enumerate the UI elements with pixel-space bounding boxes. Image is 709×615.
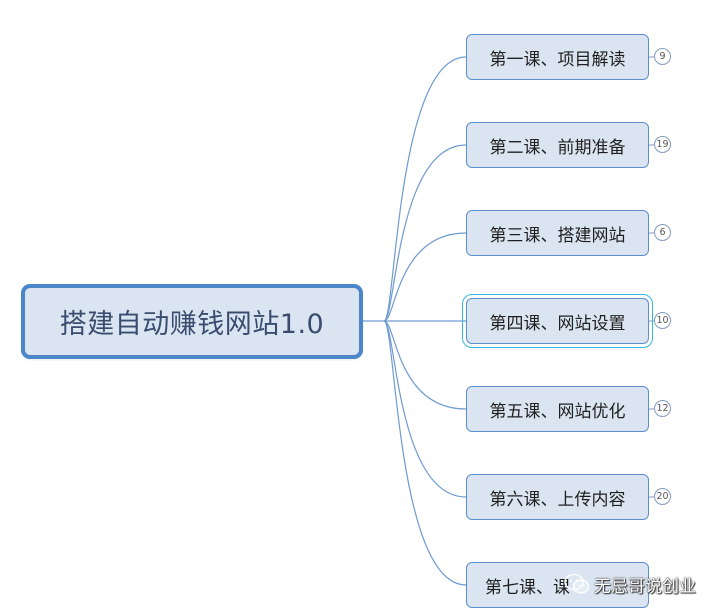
subtopic-label: 第六课、上传内容 xyxy=(489,489,626,510)
subtopic-label: 第二课、前期准备 xyxy=(489,137,626,158)
subtopic-lesson-5[interactable]: 第五课、网站优化 xyxy=(466,386,649,432)
subtopic-lesson-6[interactable]: 第六课、上传内容 xyxy=(466,474,649,520)
subtopic-label: 第五课、网站优化 xyxy=(489,401,626,422)
subtopic-count-badge[interactable]: 20 xyxy=(654,488,671,505)
subtopic-lesson-3[interactable]: 第三课、搭建网站 xyxy=(466,210,649,256)
connector-line-1 xyxy=(383,56,467,322)
subtopic-lesson-7[interactable]: 第七课、课 xyxy=(466,562,649,608)
subtopic-count-badge[interactable]: 6 xyxy=(654,224,671,241)
subtopic-label: 第四课、网站设置 xyxy=(489,313,626,334)
connector-line-7 xyxy=(383,320,467,586)
wechat-icon xyxy=(564,573,590,594)
subtopic-count-badge[interactable]: 9 xyxy=(654,48,671,65)
subtopic-count-badge[interactable]: 10 xyxy=(654,312,671,329)
subtopic-count-badge[interactable]: 19 xyxy=(654,136,671,153)
connector-line-3 xyxy=(383,232,467,322)
subtopic-lesson-4[interactable]: 第四课、网站设置 xyxy=(462,294,653,348)
watermark-text: 无忌哥说创业 xyxy=(594,576,696,597)
subtopic-label: 第三课、搭建网站 xyxy=(489,225,626,246)
subtopic-lesson-1[interactable]: 第一课、项目解读 xyxy=(466,34,649,80)
connector-line-2 xyxy=(383,144,467,322)
connector-line-5 xyxy=(383,320,467,410)
subtopic-label: 第一课、项目解读 xyxy=(489,49,626,70)
root-topic-node[interactable]: 搭建自动赚钱网站1.0 xyxy=(21,284,363,359)
root-topic-label: 搭建自动赚钱网站1.0 xyxy=(59,309,325,340)
subtopic-count-badge[interactable]: 12 xyxy=(654,400,671,417)
subtopic-label: 第七课、课 xyxy=(485,577,570,598)
connector-line-6 xyxy=(383,320,467,498)
watermark: 无忌哥说创业 xyxy=(564,571,696,597)
subtopic-lesson-2[interactable]: 第二课、前期准备 xyxy=(466,122,649,168)
